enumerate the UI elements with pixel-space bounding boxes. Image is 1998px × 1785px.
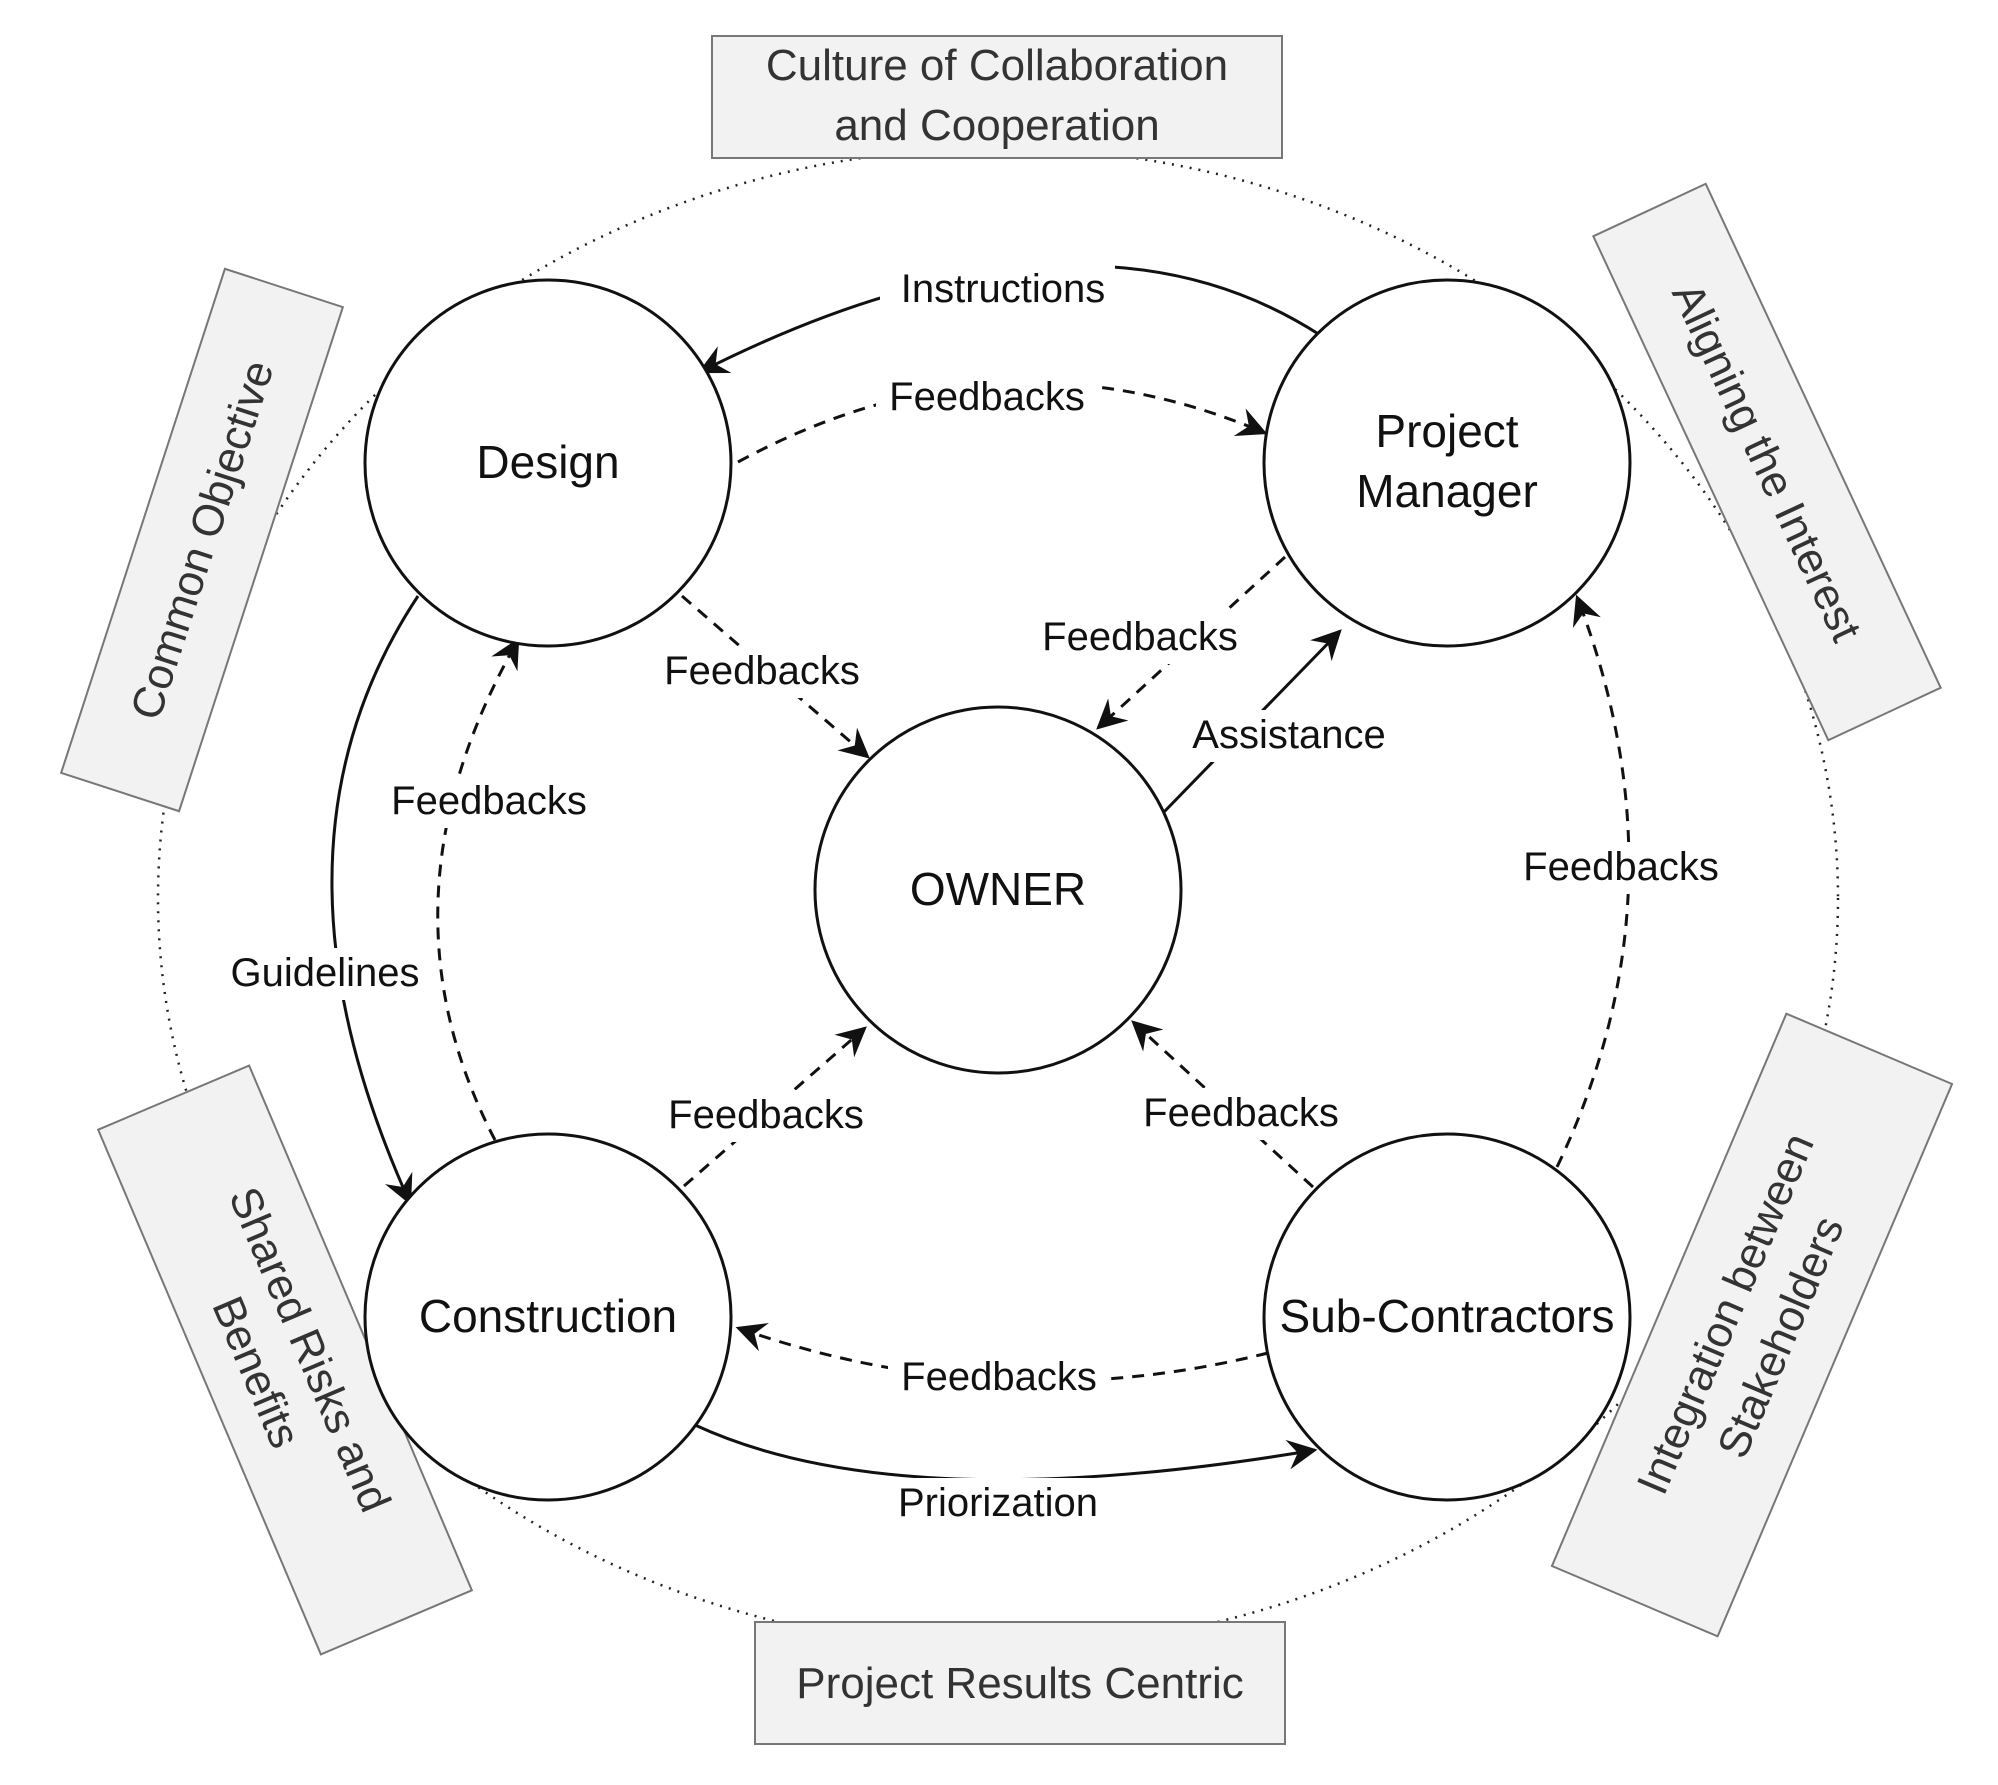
principle-aligning-interest: Aligning the Interest — [1591, 182, 1943, 742]
node-design-label: Design — [476, 436, 619, 488]
principle-box-bottom — [754, 1621, 1286, 1745]
edge-priorization — [694, 1423, 1318, 1482]
edge-feedbacks-subcontractors-construction-label-bg — [888, 1352, 1110, 1404]
edge-priorization-label: Priorization — [898, 1481, 1098, 1525]
node-construction-label: Construction — [419, 1290, 677, 1342]
edge-guidelines-label-bg — [218, 948, 432, 1000]
edge-feedbacks-subcontractors-construction-label: Feedbacks — [901, 1355, 1097, 1399]
edge-feedbacks-subcontractors-owner-label: Feedbacks — [1143, 1091, 1339, 1135]
edge-feedbacks-subcontractors-owner-label-bg — [1130, 1088, 1352, 1140]
node-project-manager-line1: Project — [1375, 405, 1518, 457]
principle-box-right-bottom — [1550, 1012, 1954, 1638]
principle-project-results-centric: Project Results Centric — [754, 1621, 1286, 1745]
edge-feedbacks-design-pm-label: Feedbacks — [889, 375, 1085, 419]
node-project-manager-line2: Manager — [1356, 465, 1538, 517]
edge-feedbacks-design-owner-label: Feedbacks — [664, 649, 860, 693]
edge-feedbacks-construction-design — [436, 637, 520, 1141]
edge-feedbacks-construction-design-label-bg — [378, 776, 600, 828]
principle-top-line2: and Cooperation — [834, 101, 1159, 150]
principle-top-line1: Culture of Collaboration — [766, 41, 1228, 90]
outer-dotted-ring — [156, 146, 1840, 1650]
edge-instructions-label-bg — [880, 260, 1115, 314]
edge-assistance-label-bg — [1178, 710, 1400, 762]
node-construction-circle — [363, 1132, 733, 1502]
edge-feedbacks-subcontractors-pm-label-bg — [1510, 842, 1732, 894]
edge-feedbacks-design-pm-label-bg — [876, 370, 1096, 422]
edge-feedbacks-subcontractors-pm — [1555, 594, 1631, 1168]
edge-feedbacks-pm-owner-label-bg — [1030, 612, 1250, 664]
edge-feedbacks-subcontractors-pm-label: Feedbacks — [1523, 845, 1719, 889]
node-sub-contractors: Sub-Contractors — [1262, 1132, 1632, 1502]
principle-common-objective: Common Objective — [59, 267, 345, 813]
edge-feedbacks-construction-owner-label: Feedbacks — [668, 1093, 864, 1137]
node-owner-circle — [813, 705, 1183, 1075]
edge-guidelines-label: Guidelines — [230, 951, 419, 995]
principle-box-top — [711, 35, 1283, 159]
principle-box-left-bottom — [96, 1064, 474, 1656]
node-sub-contractors-label: Sub-Contractors — [1280, 1290, 1615, 1342]
edge-guidelines — [330, 595, 420, 1206]
node-project-manager-circle — [1262, 278, 1632, 648]
node-construction: Construction — [363, 1132, 733, 1502]
edge-assistance-label: Assistance — [1192, 713, 1385, 757]
node-owner-label: OWNER — [910, 863, 1086, 915]
edge-feedbacks-subcontractors-construction — [735, 1322, 1269, 1383]
edge-feedbacks-construction-design-label: Feedbacks — [391, 779, 587, 823]
node-design: Design — [363, 278, 733, 648]
edge-feedbacks-construction-owner — [683, 1026, 867, 1188]
principle-box-left-top — [59, 267, 345, 813]
node-design-circle — [363, 278, 733, 648]
node-sub-contractors-circle — [1262, 1132, 1632, 1502]
principle-bottom-label: Project Results Centric — [796, 1659, 1243, 1708]
principle-culture-of-collaboration: Culture of Collaboration and Cooperation — [711, 35, 1283, 159]
node-project-manager: Project Manager — [1262, 278, 1632, 648]
edge-priorization-label-bg — [883, 1478, 1113, 1532]
node-owner: OWNER — [813, 705, 1183, 1075]
edge-feedbacks-design-owner-label-bg — [652, 646, 872, 698]
principle-box-right-top — [1591, 182, 1943, 742]
edge-feedbacks-construction-owner-label-bg — [655, 1090, 877, 1142]
edge-feedbacks-pm-owner-label: Feedbacks — [1042, 615, 1238, 659]
edge-instructions-label: Instructions — [901, 267, 1106, 311]
